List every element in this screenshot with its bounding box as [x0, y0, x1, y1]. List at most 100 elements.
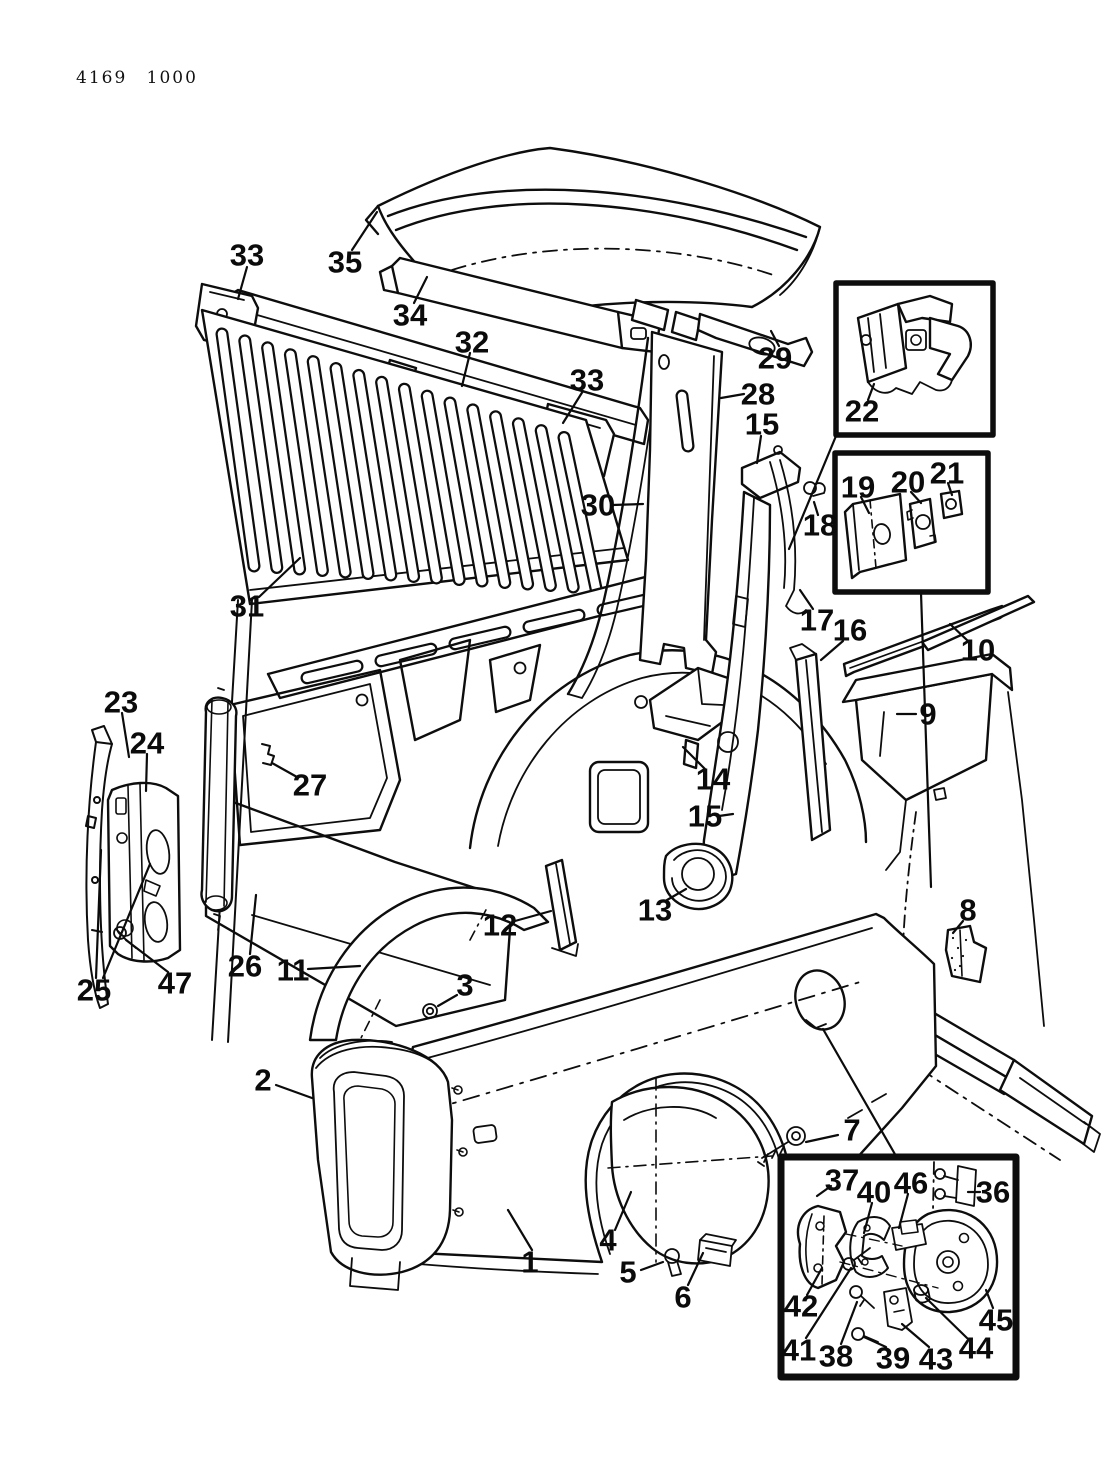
bulkhead-slat [240, 336, 282, 572]
band-slot [376, 644, 436, 666]
part-label-31: 31 [230, 589, 264, 624]
tail-lamp-housing [310, 1038, 468, 1291]
part-label-25: 25 [77, 973, 111, 1008]
part-label-33: 33 [570, 363, 604, 398]
part-label-15: 15 [688, 799, 722, 834]
leader-line-21 [946, 481, 954, 497]
leader-line-40 [862, 1201, 874, 1235]
part-label-40: 40 [857, 1175, 891, 1210]
stipple-dot [958, 964, 962, 968]
part-label-44: 44 [959, 1331, 994, 1366]
leader-line-20 [909, 490, 923, 505]
part-label-34: 34 [393, 298, 428, 333]
leader-line-31 [257, 556, 302, 599]
part-label-33: 33 [230, 238, 264, 273]
leader-line-4 [613, 1190, 633, 1232]
arch-strip [544, 858, 579, 957]
leader-line-34 [412, 275, 429, 305]
pillar-top-rail [630, 298, 814, 368]
bulkhead-slat [514, 419, 555, 590]
leader-line-26 [248, 893, 258, 956]
part-label-7: 7 [843, 1113, 860, 1148]
leader-line-8 [951, 919, 965, 935]
part-label-6: 6 [674, 1280, 691, 1315]
part-label-38: 38 [819, 1339, 853, 1374]
leader-line-39 [862, 1335, 888, 1349]
part-label-32: 32 [455, 325, 489, 360]
inner-quarter-panel [204, 336, 917, 1043]
leader-line-13 [665, 887, 688, 902]
band-screw-hole [355, 693, 369, 707]
b-pillar-inner [638, 330, 724, 676]
stipple-dot [953, 968, 957, 972]
pillar-seal-strip [769, 445, 807, 615]
splash-shield [607, 1077, 773, 1265]
wheelhouse-outer-half [308, 886, 550, 1042]
inset-reference-line [919, 591, 933, 889]
bulkhead-slat [536, 426, 578, 592]
part-label-10: 10 [961, 633, 995, 668]
inset-reference-line [787, 434, 838, 551]
bulkhead-slat [400, 384, 441, 583]
leader-line-41 [804, 1266, 853, 1340]
lamp-mount-panel [106, 781, 182, 963]
leader-line-42 [805, 1266, 824, 1297]
leader-line-29 [769, 329, 781, 348]
part-label-2: 2 [254, 1063, 271, 1098]
part-label-18: 18 [803, 508, 837, 543]
leader-line-43 [900, 1322, 931, 1349]
leader-line-15 [755, 434, 763, 465]
part-label-23: 23 [104, 685, 138, 720]
part-label-43: 43 [919, 1342, 953, 1377]
part-label-15: 15 [745, 407, 779, 442]
band-slot [302, 661, 362, 683]
inset-reference-line [821, 1027, 898, 1158]
leader-line-3 [436, 993, 459, 1008]
part-label-14: 14 [696, 762, 731, 797]
leader-line-11 [306, 964, 362, 971]
part-label-3: 3 [456, 968, 473, 1003]
part-label-29: 29 [758, 341, 792, 376]
nut-3 [422, 1003, 438, 1019]
bulkhead-slat [308, 357, 350, 577]
part-label-39: 39 [876, 1341, 910, 1376]
leader-line-15 [717, 812, 735, 818]
page-code: 4169 1000 [76, 68, 198, 88]
part-label-41: 41 [782, 1333, 816, 1368]
part-label-16: 16 [833, 613, 867, 648]
bulkhead-slat [331, 364, 373, 578]
stipple-dot [964, 938, 968, 942]
part-label-20: 20 [891, 465, 925, 500]
leader-line-30 [610, 502, 645, 507]
part-label-36: 36 [976, 1175, 1010, 1210]
bulkhead-slat [354, 371, 396, 580]
leader-line-44 [924, 1296, 969, 1340]
part-label-28: 28 [741, 377, 775, 412]
leader-line-35 [350, 210, 379, 252]
bulkhead-slat [559, 433, 601, 593]
part-label-35: 35 [328, 245, 362, 280]
leader-line-19 [859, 495, 871, 515]
screw-7 [757, 1126, 806, 1167]
part-label-22: 22 [845, 394, 879, 429]
band-slot [524, 610, 584, 632]
push-pin-5 [664, 1248, 682, 1277]
leader-line-5 [639, 1260, 665, 1272]
leader-line-10 [948, 622, 970, 643]
part-label-4: 4 [599, 1223, 617, 1258]
pillar-slot [677, 391, 693, 451]
leader-line-45 [984, 1288, 995, 1310]
bulkhead-slat [468, 405, 510, 587]
leader-line-18 [812, 500, 820, 517]
leader-line-16 [819, 639, 845, 662]
roof-panel [364, 146, 822, 314]
part-label-17: 17 [800, 603, 834, 638]
part-label-27: 27 [293, 768, 327, 803]
part-label-21: 21 [930, 456, 964, 491]
stipple-dot [961, 954, 965, 958]
part-label-8: 8 [959, 893, 976, 928]
leader-lines [94, 210, 995, 1349]
